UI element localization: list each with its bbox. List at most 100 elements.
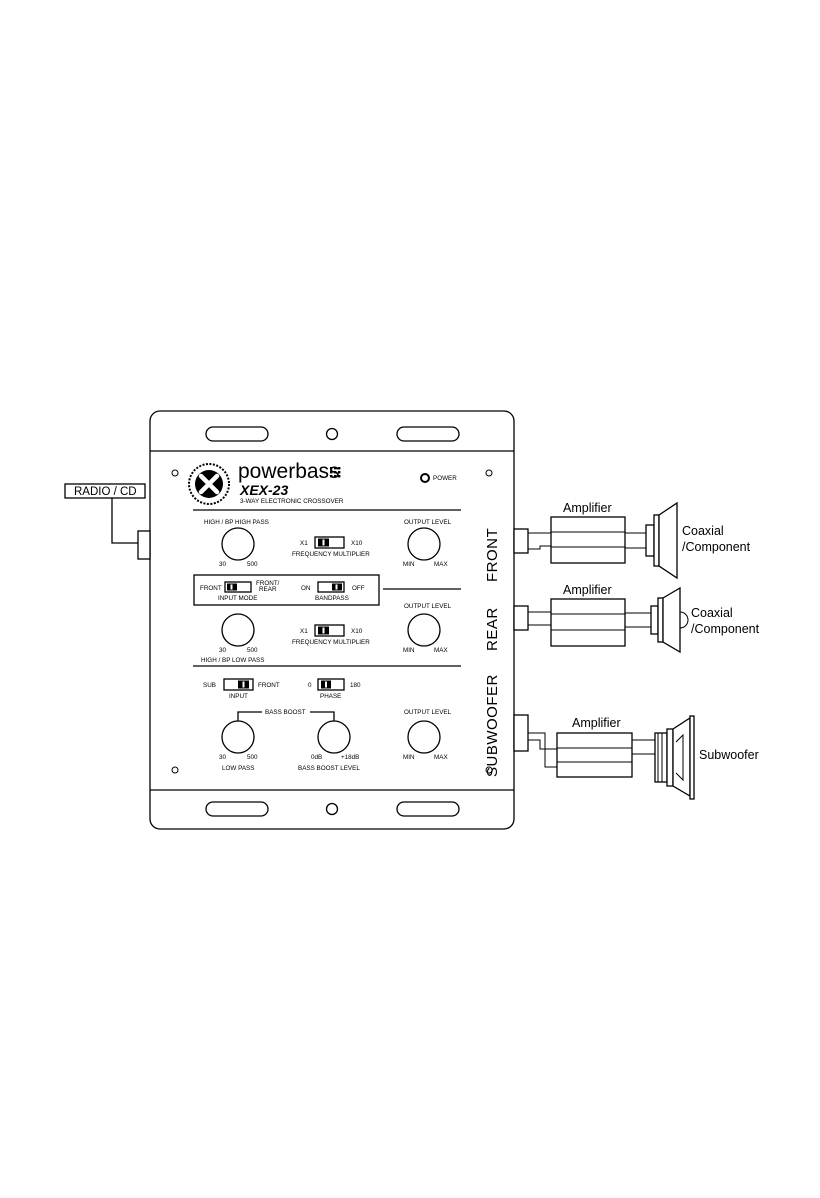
rear-amp-title: Amplifier [563,583,612,597]
bass-boost-knob[interactable] [317,720,351,754]
mounting-slot [396,426,460,442]
front-hp-knob[interactable] [221,527,255,561]
mounting-slot [205,801,269,817]
sub-phase-180: 180 [350,682,361,689]
rear-multiplier-switch[interactable] [314,624,345,637]
sub-phase-0: 0 [308,682,312,689]
sub-lp-label: LOW PASS [222,765,254,772]
power-label: POWER [433,475,457,482]
sub-input-front: FRONT [258,682,280,689]
bass-boost-bracket [237,711,335,721]
front-hp-max: 500 [247,561,258,568]
model-subtitle: 3-WAY ELECTRONIC CROSSOVER [240,498,344,505]
screw [171,469,179,477]
sub-lp-max: 500 [247,754,258,761]
power-led-icon [420,473,430,483]
mode-box [193,574,380,606]
sub-phase-switch[interactable] [317,678,345,691]
front-amp-wires [528,532,551,550]
mounting-hole [325,802,339,816]
sub-input-switch[interactable] [223,678,254,691]
rear-output-max: MAX [434,647,448,654]
mounting-hole [396,801,460,817]
bass-boost-bracket-label: BASS BOOST [265,709,306,716]
sub-input-label: INPUT [229,693,248,700]
screw [171,766,179,774]
sub-output-connector [513,714,529,752]
mode-front: FRONT [200,585,222,592]
mounting-hole [325,427,339,441]
front-output-title: OUTPUT LEVEL [404,519,452,526]
front-output-connector [513,528,529,554]
input-mode-switch[interactable] [224,581,252,593]
rear-output-knob[interactable] [407,613,441,647]
front-amp-title: Amplifier [563,501,612,515]
rear-mult-label: FREQUENCY MULTIPLIER [292,639,370,646]
front-speaker-icon [645,501,678,580]
front-output-max: MAX [434,561,448,568]
rear-lp-knob[interactable] [221,613,255,647]
sub-speaker-label: Subwoofer [699,748,759,762]
section-label-subwoofer: SUBWOOFER [484,674,501,777]
sub-phase-label: PHASE [320,693,341,700]
brand-name: powerbass [238,460,340,483]
sub-amp-title: Amplifier [572,716,621,730]
bandpass-label: BANDPASS [315,595,349,602]
rear-speaker-wires [625,612,651,628]
front-amplifier [550,516,626,564]
brand-dots-icon [330,467,341,478]
radio-cd-box [64,483,146,499]
front-output-knob[interactable] [407,527,441,561]
brand-logo [188,463,230,505]
subwoofer-icon [654,715,695,800]
mode-front-rear-2: REAR [259,586,277,593]
bandpass-on: ON [301,585,311,592]
front-speaker-wires [625,532,646,549]
rear-lp-max: 500 [247,647,258,654]
input-mode-label: INPUT MODE [218,595,257,602]
mounting-slot [205,426,269,442]
rear-amplifier [550,598,626,647]
front-mult-x1: X1 [300,540,308,547]
front-speaker-line1: Coaxial [682,524,724,538]
sub-speaker-wires [632,739,655,755]
rear-mult-x1: X1 [300,628,308,635]
front-multiplier-switch[interactable] [314,536,345,549]
front-mult-x10: X10 [351,540,363,547]
sub-input-sub: SUB [203,682,216,689]
sub-lp-knob[interactable] [221,720,255,754]
rear-output-connector [513,605,529,631]
rear-output-title: OUTPUT LEVEL [404,603,452,610]
rear-speaker-line2: /Component [691,622,760,636]
front-speaker-line2: /Component [682,540,751,554]
sub-amplifier [556,732,633,778]
rear-lp-min: 30 [219,647,227,654]
radio-cd-label: RADIO / CD [74,486,137,498]
rear-speaker-line1: Coaxial [691,606,733,620]
bandpass-off: OFF [352,585,365,592]
bass-boost-level-label: BASS BOOST LEVEL [298,765,360,772]
front-output-min: MIN [403,561,415,568]
rear-mult-x10: X10 [351,628,363,635]
front-hp-title: HIGH / BP HIGH PASS [204,519,269,526]
sub-output-max: MAX [434,754,448,761]
front-mult-label: FREQUENCY MULTIPLIER [292,551,370,558]
rear-output-min: MIN [403,647,415,654]
input-connector [137,530,151,560]
sub-output-title: OUTPUT LEVEL [404,709,452,716]
front-hp-min: 30 [219,561,227,568]
sub-output-knob[interactable] [407,720,441,754]
section-label-rear: REAR [484,607,501,651]
screw [485,766,493,774]
bass-boost-min: 0dB [311,754,322,761]
rear-speaker-icon [650,586,689,654]
model-name: XEX-23 [239,482,288,498]
input-wire [111,498,138,544]
screw [485,469,493,477]
sub-output-min: MIN [403,754,415,761]
mode-front-rear-1: FRONT/ [256,580,280,587]
bandpass-switch[interactable] [317,581,345,593]
rear-lp-title: HIGH / BP LOW PASS [201,657,264,664]
rear-amp-wires [528,611,551,626]
section-label-front: FRONT [484,528,501,582]
